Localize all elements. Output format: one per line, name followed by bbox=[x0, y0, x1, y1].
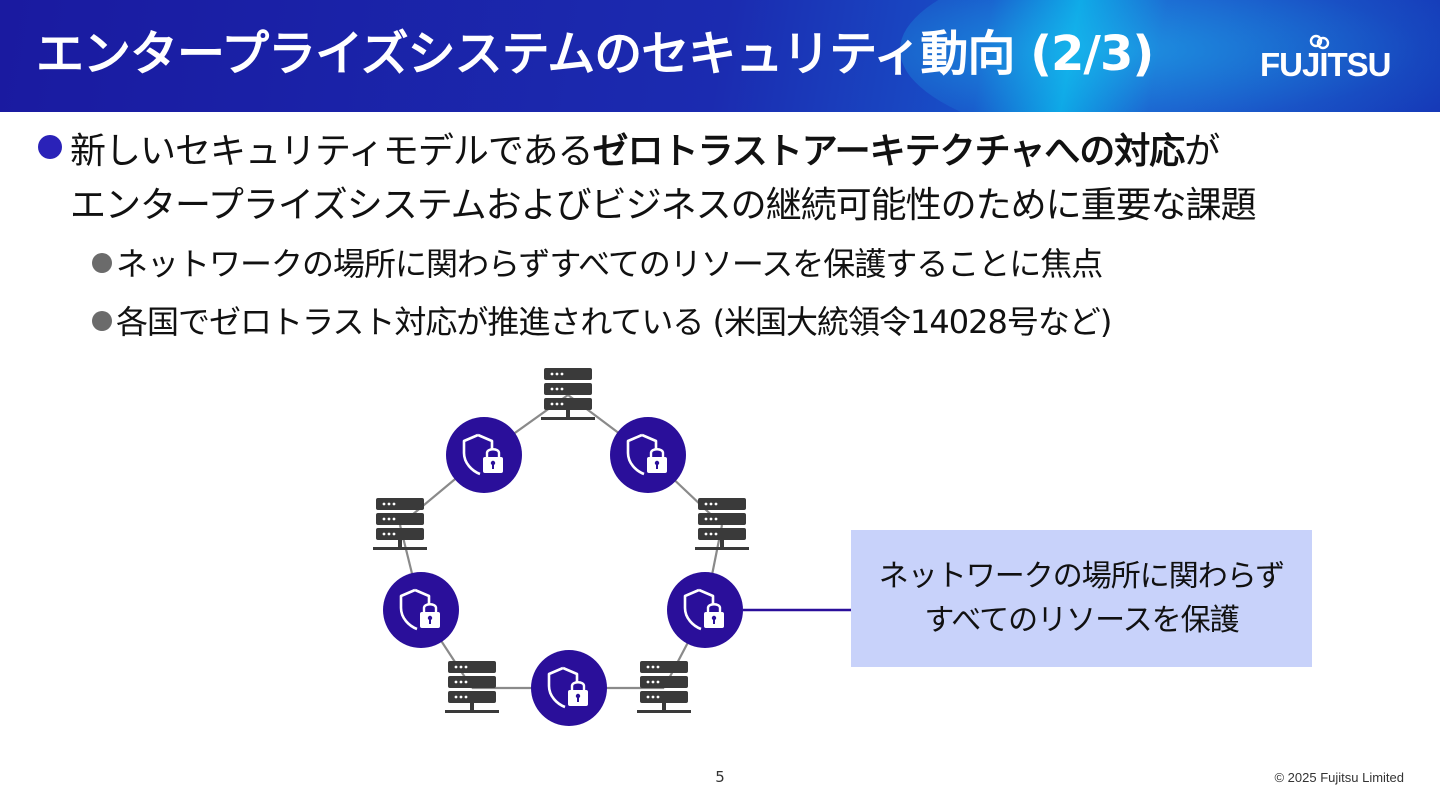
main-bullet-suffix: が bbox=[1184, 131, 1220, 172]
main-bullet-prefix: 新しいセキュリティモデルである bbox=[70, 131, 593, 172]
sub-bullet-2: 各国でゼロトラスト対応が推進されている (米国大統領令14028号など) bbox=[92, 300, 1112, 344]
main-bullet-line2: エンタープライズシステムおよびビジネスの継続可能性のために重要な課題 bbox=[70, 185, 1257, 226]
shield-lock-icon bbox=[665, 570, 745, 650]
server-rack-icon bbox=[695, 498, 749, 550]
sub-bullet-1: ネットワークの場所に関わらずすべてのリソースを保護することに焦点 bbox=[92, 242, 1103, 286]
shield-lock-icon bbox=[444, 415, 524, 495]
copyright: © 2025 Fujitsu Limited bbox=[1274, 770, 1404, 785]
sub-bullet-1-text: ネットワークの場所に関わらずすべてのリソースを保護することに焦点 bbox=[116, 245, 1103, 283]
server-rack-icon bbox=[445, 661, 499, 713]
page-title: エンタープライズシステムのセキュリティ動向 (2/3) bbox=[36, 26, 1154, 82]
callout-box: ネットワークの場所に関わらず すべてのリソースを保護 bbox=[851, 530, 1312, 667]
sub-bullet-2-text: 各国でゼロトラスト対応が推進されている (米国大統領令14028号など) bbox=[116, 303, 1112, 341]
header-light-sweep bbox=[900, 0, 1440, 112]
sub-bullet-dot bbox=[92, 311, 112, 331]
server-rack-icon bbox=[637, 661, 691, 713]
page-number: 5 bbox=[715, 768, 725, 786]
shield-lock-icon bbox=[608, 415, 688, 495]
callout-line-1: ネットワークの場所に関わらず bbox=[878, 558, 1285, 594]
main-bullet-emphasis: ゼロトラストアーキテクチャへの対応 bbox=[592, 131, 1185, 172]
sub-bullet-dot bbox=[92, 253, 112, 273]
server-rack-icon bbox=[541, 368, 595, 420]
shield-lock-icon bbox=[529, 648, 609, 728]
title-bar: エンタープライズシステムのセキュリティ動向 (2/3) FUJITSU bbox=[0, 0, 1440, 112]
fujitsu-logo: FUJITSU bbox=[1260, 34, 1392, 83]
main-bullet: 新しいセキュリティモデルであるゼロトラストアーキテクチャへの対応が bbox=[38, 128, 1220, 176]
shield-lock-icon bbox=[381, 570, 461, 650]
bullet-dot bbox=[38, 135, 62, 159]
callout-line-2: すべてのリソースを保護 bbox=[924, 602, 1239, 638]
svg-text:FUJITSU: FUJITSU bbox=[1260, 46, 1391, 83]
server-rack-icon bbox=[373, 498, 427, 550]
